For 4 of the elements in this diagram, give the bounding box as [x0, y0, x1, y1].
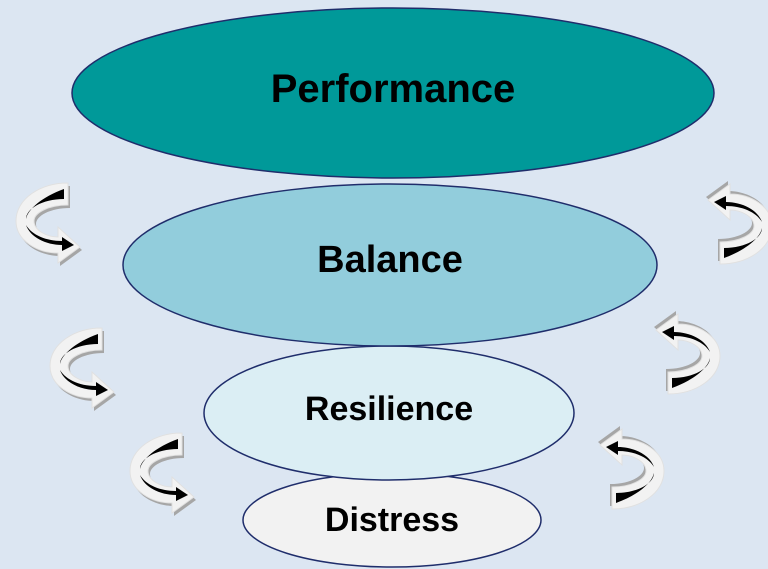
level-label: Balance — [316, 238, 464, 284]
level-label: Performance — [270, 66, 516, 113]
level-label: Resilience — [304, 388, 474, 430]
level-label: Distress — [324, 500, 460, 540]
